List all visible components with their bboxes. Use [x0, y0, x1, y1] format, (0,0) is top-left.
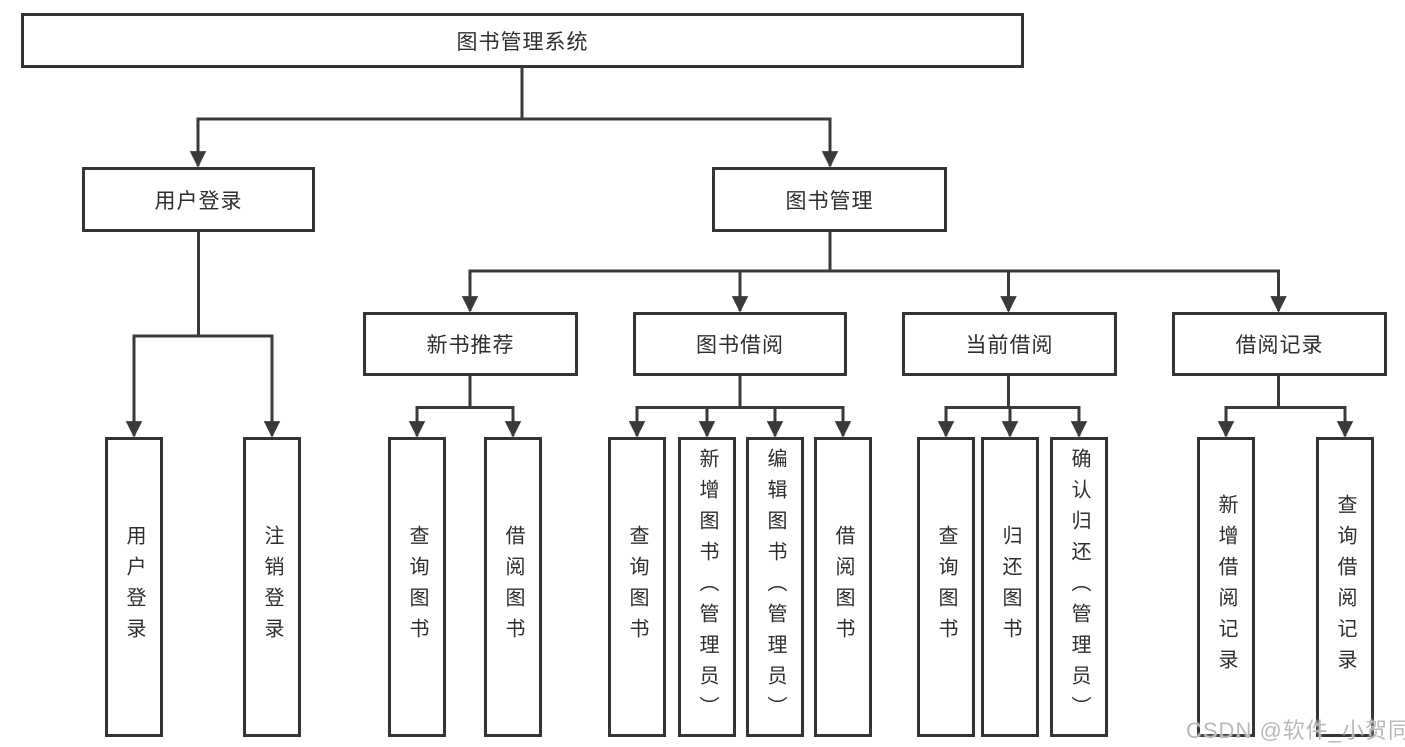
node-book-management: 图书管理	[712, 167, 947, 232]
leaf-current-query-book: 查询图书	[917, 437, 975, 737]
leaf-user-login: 用户登录	[105, 437, 163, 737]
node-user-login: 用户登录	[82, 167, 315, 232]
connector-trunks	[132, 68, 1347, 409]
leaf-add-borrow-record: 新增借阅记录	[1197, 437, 1255, 737]
node-new-book-recommend: 新书推荐	[363, 312, 578, 376]
leaf-logout: 注销登录	[243, 437, 301, 737]
node-current-borrow: 当前借阅	[902, 312, 1117, 376]
leaf-reco-query-book: 查询图书	[388, 437, 446, 737]
node-borrow-records: 借阅记录	[1172, 312, 1387, 376]
leaf-return-book: 归还图书	[981, 437, 1039, 737]
leaf-edit-book-admin: 编辑图书（管理员）	[746, 437, 804, 737]
node-book-borrow: 图书借阅	[633, 312, 847, 376]
csdn-watermark: CSDN @软件_小贺同学	[1186, 718, 1405, 743]
leaf-query-borrow-record: 查询借阅记录	[1316, 437, 1374, 737]
node-root-system: 图书管理系统	[21, 13, 1024, 68]
leaf-add-book-admin: 新增图书（管理员）	[678, 437, 736, 737]
leaf-confirm-return-admin: 确认归还（管理员）	[1050, 437, 1108, 737]
leaf-reco-borrow-book: 借阅图书	[484, 437, 542, 737]
leaf-borrow-book: 借阅图书	[814, 437, 872, 737]
leaf-borrow-query-book: 查询图书	[608, 437, 666, 737]
